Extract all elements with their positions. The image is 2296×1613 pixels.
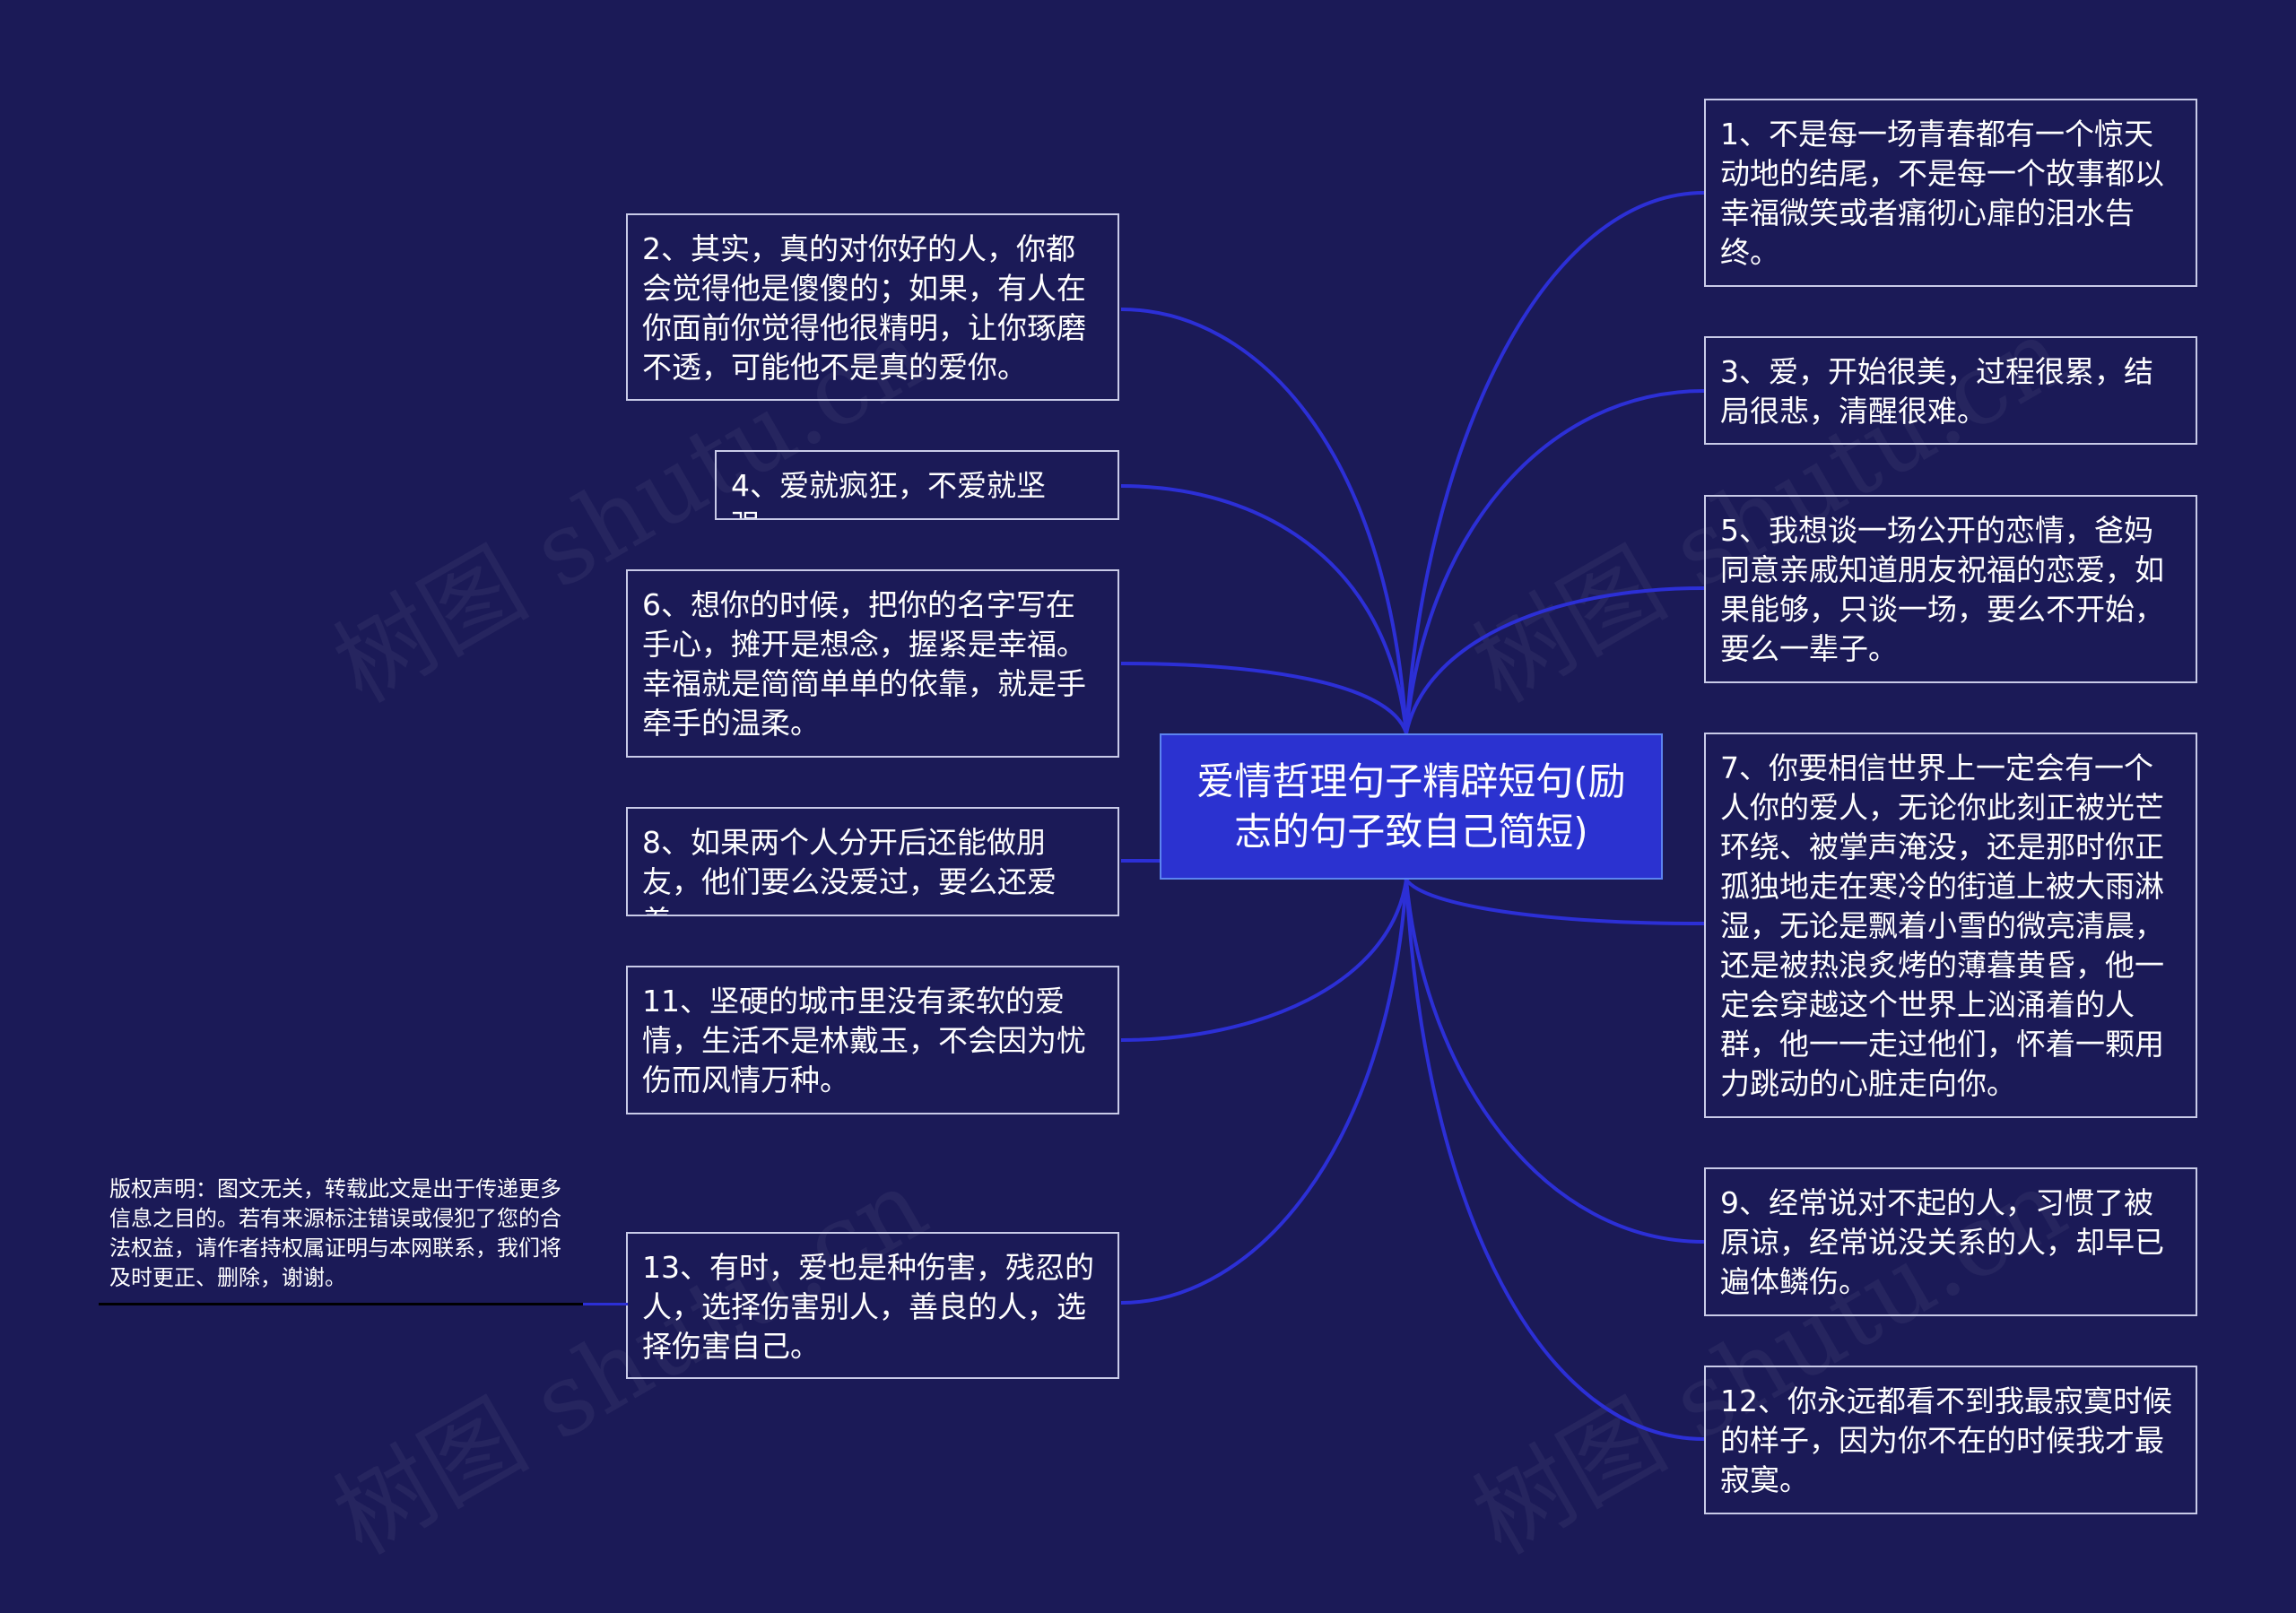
left-node-4[interactable]: 4、爱就疯狂，不爱就坚强。: [715, 450, 1119, 520]
right-node-12[interactable]: 12、你永远都看不到我最寂寞时候的样子，因为你不在的时候我才最寂寞。: [1704, 1366, 2197, 1514]
connector-left-11: [1120, 879, 1408, 1042]
central-topic-node[interactable]: 爱情哲理句子精辟短句(励志的句子致自己简短): [1160, 733, 1663, 880]
copyright-note: 版权声明：图文无关，转载此文是出于传递更多信息之目的。若有来源标注错误或侵犯了您…: [109, 1176, 561, 1290]
connector-right-1: [1405, 191, 1705, 734]
connector-right-3: [1405, 389, 1705, 734]
left-node-8[interactable]: 8、如果两个人分开后还能做朋友，他们要么没爱过，要么还爱着。: [626, 807, 1119, 916]
right-node-5[interactable]: 5、我想谈一场公开的恋情，爸妈同意亲戚知道朋友祝福的恋爱，如果能够，只谈一场，要…: [1704, 495, 2197, 683]
connector-left-4: [1120, 484, 1408, 734]
left-node-6[interactable]: 6、想你的时候，把你的名字写在手心，摊开是想念，握紧是幸福。幸福就是简简单单的依…: [626, 569, 1119, 758]
right-node-9[interactable]: 9、经常说对不起的人，习惯了被原谅，经常说没关系的人，却早已遍体鳞伤。: [1704, 1167, 2197, 1316]
connector-left-13: [1120, 879, 1408, 1305]
right-node-1[interactable]: 1、不是每一场青春都有一个惊天动地的结尾，不是每一个故事都以幸福微笑或者痛彻心扉…: [1704, 99, 2197, 287]
left-node-11[interactable]: 11、坚硬的城市里没有柔软的爱情，生活不是林戴玉，不会因为忧伤而风情万种。: [626, 966, 1119, 1114]
left-node-13[interactable]: 13、有时，爱也是种伤害，残忍的人，选择伤害别人，善良的人，选择伤害自己。: [626, 1232, 1119, 1379]
note-underline: [99, 1303, 583, 1305]
right-node-3[interactable]: 3、爱，开始很美，过程很累，结局很悲，清醒很难。: [1704, 336, 2197, 445]
connector-right-12: [1405, 879, 1705, 1441]
note-connector: [583, 1303, 628, 1305]
connector-right-5: [1405, 586, 1705, 734]
connector-left-6: [1120, 662, 1408, 734]
connector-left-2: [1120, 308, 1408, 734]
connector-right-7: [1405, 878, 1705, 925]
right-node-7[interactable]: 7、你要相信世界上一定会有一个人你的爱人，无论你此刻正被光芒环绕、被掌声淹没，还…: [1704, 733, 2197, 1118]
left-node-2[interactable]: 2、其实，真的对你好的人，你都会觉得他是傻傻的；如果，有人在你面前你觉得他很精明…: [626, 213, 1119, 401]
connector-right-9: [1405, 879, 1705, 1244]
